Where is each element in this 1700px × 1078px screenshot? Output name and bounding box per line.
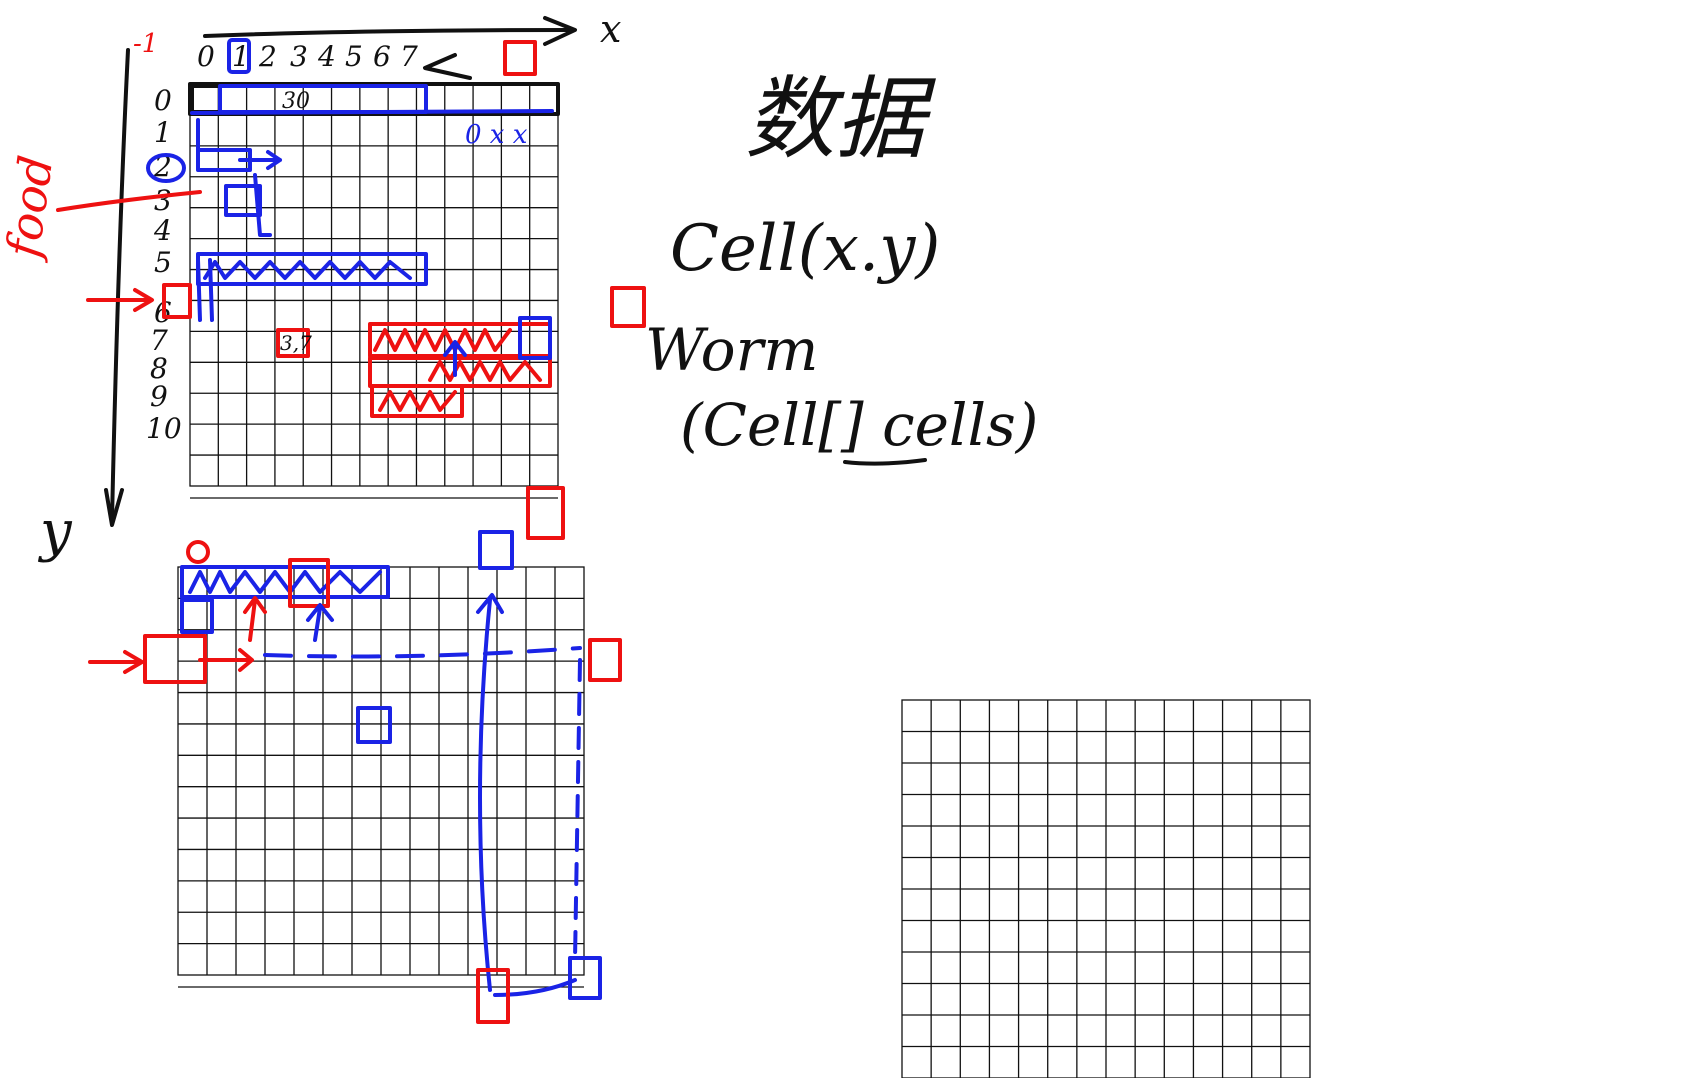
row0-blue-bar bbox=[218, 84, 428, 114]
grid2-wrap-arrowhead bbox=[476, 593, 504, 614]
red-scribble-2 bbox=[428, 360, 542, 382]
row5-scribble bbox=[203, 260, 412, 280]
y-tick-0: 0 bbox=[154, 84, 172, 117]
cell-label-30: 30 bbox=[282, 89, 310, 114]
y-tick-7: 7 bbox=[150, 324, 168, 357]
axis-x: x bbox=[203, 7, 621, 51]
red-worm-row9 bbox=[370, 384, 464, 418]
y-tick-4: 4 bbox=[153, 214, 172, 247]
row1-marks: 0 x x bbox=[465, 120, 528, 150]
x-tick-5: 5 bbox=[345, 40, 363, 73]
red-box-top bbox=[503, 40, 537, 76]
y-tick-1: 1 bbox=[154, 116, 172, 149]
grid2-red-seg bbox=[288, 558, 330, 608]
x-tick-0: 0 bbox=[197, 40, 215, 73]
grid2-red-arrow-in bbox=[88, 650, 144, 674]
worm-head-blue bbox=[196, 118, 252, 172]
food-label: food bbox=[0, 152, 63, 263]
red-box-above-grid2 bbox=[526, 486, 565, 540]
food-arrow bbox=[56, 190, 202, 212]
x-ticks: 0 1 2 3 4 5 6 7 bbox=[197, 38, 537, 80]
grid2-blue-box-bottom bbox=[568, 956, 602, 1000]
grid2-blue-arrow-up bbox=[306, 603, 334, 642]
grid2-red-arrow-right bbox=[198, 648, 254, 672]
x-tick-7: 7 bbox=[400, 40, 418, 73]
y-tick-2-circle bbox=[146, 153, 186, 183]
worm-grid-bottom bbox=[177, 566, 585, 988]
notes: 数据 Cell(x.y) Worm (Cell[] cells) bbox=[645, 67, 1038, 466]
y-tick-10: 10 bbox=[146, 412, 182, 445]
grid2-blue-wrap-bottom bbox=[493, 978, 577, 997]
blue-head-box bbox=[518, 316, 552, 360]
red-scribble-1 bbox=[373, 328, 512, 352]
x-tick-4: 4 bbox=[317, 40, 336, 73]
y-tick-5: 5 bbox=[154, 246, 172, 279]
x-tick-6: 6 bbox=[373, 40, 391, 73]
x-tick-3: 3 bbox=[290, 40, 308, 73]
x-tick-1: 1 bbox=[232, 40, 250, 73]
blue-up-arrow bbox=[443, 340, 467, 377]
blue-box-above-grid2 bbox=[478, 530, 514, 570]
notes-cell-line: Cell(x.y) bbox=[670, 212, 940, 286]
cell-3-7-box bbox=[276, 328, 310, 358]
worm-arrow-blue bbox=[238, 150, 282, 170]
y-tick-8: 8 bbox=[150, 352, 168, 385]
grid2-dashed-path bbox=[263, 646, 582, 659]
x-tick-1-highlight bbox=[227, 38, 251, 74]
x-tick-2: 2 bbox=[258, 40, 277, 73]
arrow-to-x-ticks bbox=[423, 53, 472, 80]
red-scribble-3 bbox=[378, 390, 457, 412]
grid2-blue-bar bbox=[180, 565, 390, 599]
grid2-blue-wrap-left bbox=[478, 598, 492, 992]
axis-y: y bbox=[37, 48, 130, 564]
notes-heading: 数据 bbox=[745, 67, 936, 172]
notes-worm-param-line: (Cell[] cells) bbox=[680, 391, 1038, 459]
empty-grid-right bbox=[901, 699, 1311, 1078]
row0-first-cell bbox=[190, 84, 222, 114]
grid2-red-box-bottom bbox=[476, 968, 510, 1024]
y-tick-3: 3 bbox=[154, 184, 172, 217]
grid2-bar-scribble bbox=[188, 570, 382, 594]
corner-minus-one: -1 bbox=[133, 29, 158, 59]
red-circle-grid2 bbox=[186, 540, 210, 564]
worm-tail-blue bbox=[253, 173, 272, 237]
col0-blue-lines bbox=[196, 258, 214, 322]
grid2-red-box-right bbox=[588, 638, 622, 682]
cells-underline bbox=[843, 458, 927, 466]
grid2-blue-wrap-right bbox=[573, 658, 582, 962]
grid2-blue-box-center bbox=[356, 706, 392, 744]
grid2-blue-seg bbox=[180, 598, 214, 634]
row6-red-box bbox=[162, 283, 192, 319]
cell-label-3-7: 3,7 bbox=[280, 331, 312, 355]
axis-x-label: x bbox=[600, 7, 621, 51]
grid2-red-arrow-up bbox=[243, 596, 267, 642]
y-ticks: 0 1 2 3 4 5 6 7 8 9 10 bbox=[146, 84, 186, 445]
food-arrow-2 bbox=[86, 288, 154, 312]
y-tick-9: 9 bbox=[150, 380, 168, 413]
red-box-right bbox=[610, 286, 646, 328]
row0-underline bbox=[190, 109, 554, 115]
axis-y-label: y bbox=[37, 499, 73, 564]
grid2-red-head bbox=[143, 634, 207, 684]
notes-worm-line: Worm bbox=[645, 316, 818, 384]
